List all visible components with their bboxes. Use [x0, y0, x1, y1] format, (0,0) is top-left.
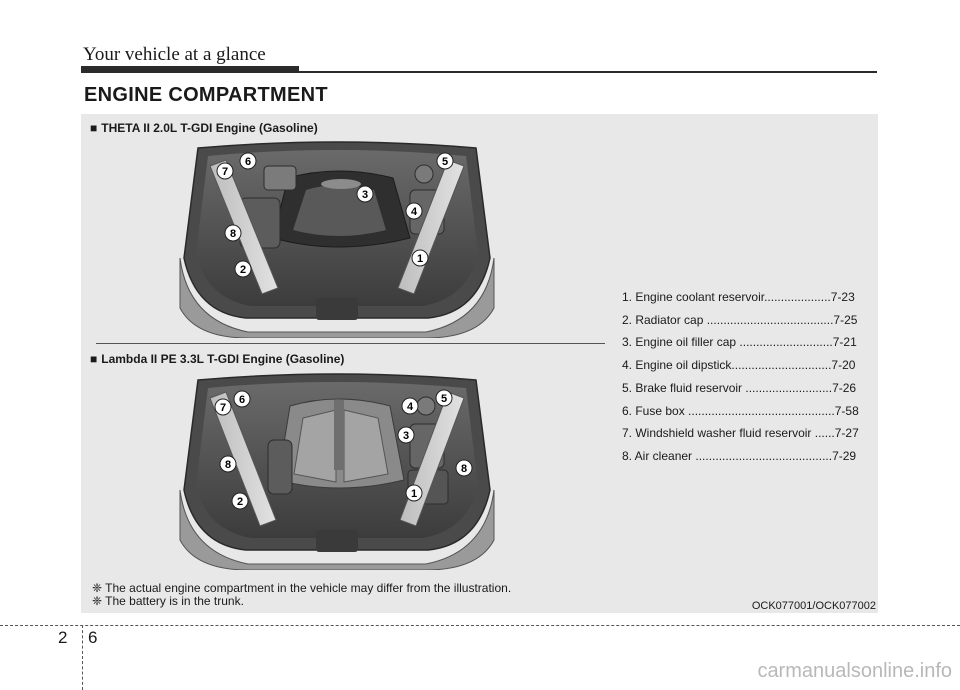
engine-heading-label: Lambda II PE 3.3L T-GDI Engine (Gasoline…	[101, 352, 345, 366]
section-title: ENGINE COMPARTMENT	[84, 84, 328, 106]
legend-item: 1. Engine coolant reservoir.............…	[622, 290, 855, 304]
header-rule-thin	[299, 71, 877, 73]
component-legend: 1. Engine coolant reservoir.............…	[622, 286, 864, 468]
footer-dashed-rule	[0, 625, 960, 626]
header-rule-thick	[81, 66, 299, 73]
legend-item: 2. Radiator cap ........................…	[622, 312, 858, 327]
callout-7: 7	[222, 166, 228, 178]
engine-heading-theta: ■THETA II 2.0L T-GDI Engine (Gasoline)	[90, 121, 318, 135]
engine-illustration-lambda: 1 2 3 4 5 6 7 8 8	[179, 373, 495, 570]
callout-5: 5	[442, 156, 448, 168]
callout-1: 1	[411, 488, 417, 500]
callout-2: 2	[240, 264, 246, 276]
callout-4: 4	[407, 401, 414, 413]
callout-6: 6	[239, 394, 245, 406]
callout-8: 8	[230, 228, 236, 240]
page-chapter: 2	[58, 628, 68, 647]
callout-1: 1	[417, 253, 423, 265]
watermark: carmanualsonline.info	[757, 660, 952, 682]
callout-7: 7	[220, 402, 226, 414]
callout-6: 6	[245, 156, 251, 168]
page-number: 6	[88, 628, 98, 647]
callout-5: 5	[441, 393, 447, 405]
engine-heading-lambda: ■Lambda II PE 3.3L T-GDI Engine (Gasolin…	[90, 352, 344, 366]
image-code: OCK077001/OCK077002	[751, 600, 876, 612]
legend-item: 6. Fuse box ............................…	[622, 403, 859, 418]
engine-heading-label: THETA II 2.0L T-GDI Engine (Gasoline)	[101, 121, 318, 135]
footer-vertical-rule	[82, 625, 83, 690]
notes: ❈ The actual engine compartment in the v…	[92, 582, 511, 608]
section-divider	[96, 343, 605, 344]
callout-2: 2	[237, 496, 243, 508]
callout-3: 3	[403, 430, 409, 442]
legend-item: 5. Brake fluid reservoir ...............…	[622, 380, 857, 395]
note-line: ❈ The actual engine compartment in the v…	[92, 581, 512, 595]
note-line: ❈ The battery is in the trunk.	[92, 594, 244, 608]
legend-item: 7. Windshield washer fluid reservoir ...…	[622, 426, 859, 441]
header-title: Your vehicle at a glance	[83, 44, 266, 65]
legend-item: 8. Air cleaner .........................…	[622, 448, 857, 463]
callout-8-right: 8	[461, 463, 467, 475]
legend-item: 4. Engine oil dipstick..................…	[622, 358, 856, 373]
bullet-square: ■	[90, 352, 98, 366]
legend-item: 3. Engine oil filler cap ...............…	[622, 335, 857, 350]
callout-3: 3	[362, 189, 368, 201]
engine-illustration-theta: 1 2 3 4 5 6 7 8	[179, 141, 495, 338]
bullet-square: ■	[90, 121, 98, 135]
callout-4: 4	[411, 206, 418, 218]
callout-8: 8	[225, 459, 231, 471]
